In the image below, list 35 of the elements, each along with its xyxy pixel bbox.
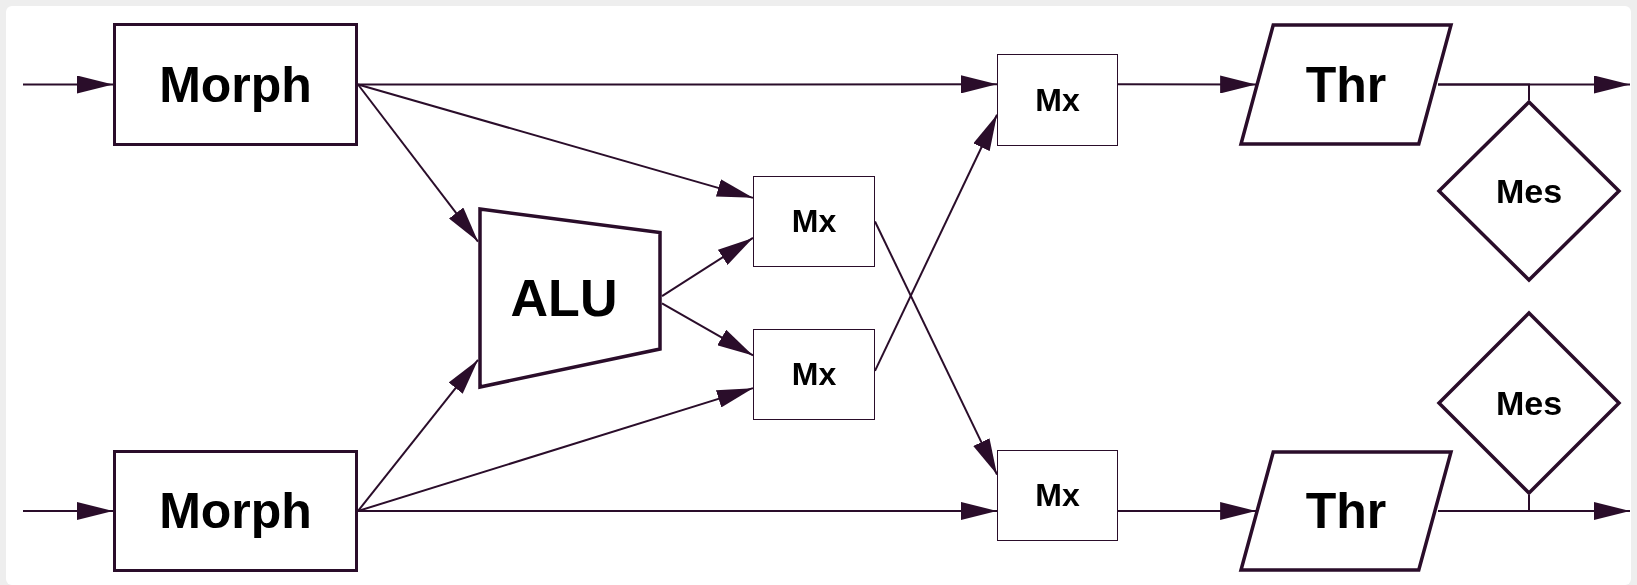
alu-trapezoid (478, 207, 662, 389)
node-label: Thr (1305, 55, 1387, 114)
node-label: Mx (791, 356, 837, 393)
arrow (22, 502, 114, 520)
mux-box (753, 329, 875, 420)
mux-box (997, 54, 1118, 146)
arrow (874, 220, 998, 476)
arrow (357, 83, 479, 243)
arrow (357, 387, 754, 512)
arrow (357, 358, 479, 512)
node-label: Mx (1035, 477, 1080, 514)
node-label: Thr (1305, 482, 1387, 540)
arrow (661, 302, 754, 357)
measure-diamond (1437, 311, 1621, 495)
node-label: Mes (1495, 171, 1563, 211)
arrow (357, 501, 998, 520)
arrow (661, 236, 754, 298)
node-label: Morph (159, 482, 312, 540)
measure-diamond (1437, 100, 1621, 282)
process-box (113, 450, 358, 572)
arrow (22, 75, 114, 94)
node-label: ALU (510, 268, 618, 328)
node-label: Mes (1495, 383, 1563, 423)
arrow (357, 75, 998, 94)
node-label: Morph (159, 55, 312, 114)
mux-box (753, 176, 875, 267)
connector-line (1437, 83, 1530, 101)
arrow (357, 83, 754, 199)
node-label: Mx (1035, 81, 1080, 119)
arrow (874, 113, 998, 372)
threshold-parallelogram (1239, 450, 1453, 572)
mux-box (997, 450, 1118, 541)
process-box (113, 23, 358, 146)
threshold-parallelogram (1239, 23, 1453, 146)
node-label: Mx (791, 203, 837, 240)
